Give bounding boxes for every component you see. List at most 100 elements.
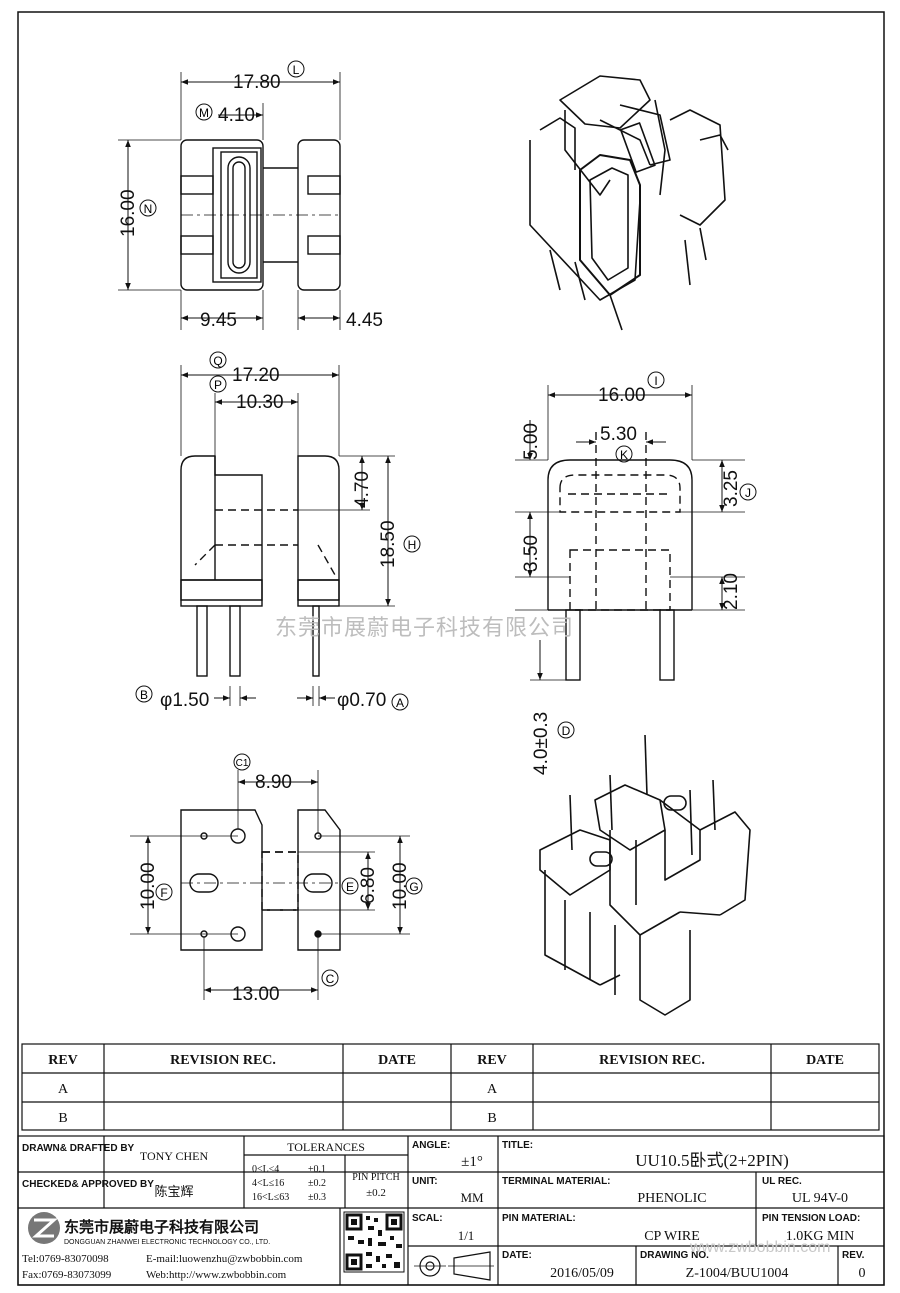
bottom-left-tag: F bbox=[160, 886, 167, 900]
rev-label: REV. bbox=[842, 1250, 865, 1261]
front-right-top-dim: 3.25 bbox=[721, 470, 742, 507]
tol-range-2: 4<L≤16 bbox=[252, 1178, 284, 1189]
tol-range-3: 16<L≤63 bbox=[252, 1192, 289, 1203]
bottom-left-height-dim: 10.00 bbox=[138, 862, 159, 910]
front-mid-dim: 3.50 bbox=[521, 535, 542, 572]
revision-table bbox=[21, 1043, 880, 1131]
bottom-view bbox=[130, 770, 410, 1000]
top-right-offset-dim: 4.45 bbox=[346, 310, 383, 331]
company-name-cn: 东莞市展蔚电子科技有限公司 bbox=[64, 1218, 259, 1236]
angle-value: ±1° bbox=[461, 1154, 483, 1170]
top-height-tag: N bbox=[144, 202, 153, 216]
bottom-pitch-tag: C1 bbox=[236, 758, 249, 769]
tol-value-2: ±0.2 bbox=[308, 1178, 326, 1189]
title-label: TITLE: bbox=[502, 1140, 533, 1151]
side-view bbox=[180, 365, 395, 706]
date-label: DATE: bbox=[502, 1250, 532, 1261]
top-width-dim: 17.80 bbox=[233, 72, 281, 93]
watermark-url: www.zwbobbin.com bbox=[689, 1239, 831, 1256]
tol-range-1: 0<L≤4 bbox=[252, 1164, 279, 1175]
date-header-2: DATE bbox=[806, 1053, 844, 1068]
front-view bbox=[515, 385, 745, 681]
top-left-offset-dim: 9.45 bbox=[200, 310, 237, 331]
pin-tension-label: PIN TENSION LOAD: bbox=[762, 1213, 860, 1224]
company-tel: Tel:0769-83070098 bbox=[22, 1253, 109, 1265]
bottom-inner-tag: E bbox=[346, 880, 354, 894]
top-slot-dim: 4.10 bbox=[218, 105, 255, 126]
bottom-inner-dim: 6.80 bbox=[358, 867, 379, 904]
drawing-no-value: Z-1004/BUU1004 bbox=[686, 1266, 789, 1281]
front-right-bottom-dim: 2.10 bbox=[721, 573, 742, 610]
company-email: E-mail:luowenzhu@zwbobbin.com bbox=[146, 1253, 303, 1265]
rev-a-2: A bbox=[487, 1082, 498, 1097]
bottom-width-tag: C bbox=[326, 972, 335, 986]
bottom-width-dim: 13.00 bbox=[232, 984, 280, 1005]
drawn-value: TONY CHEN bbox=[140, 1149, 209, 1163]
bottom-right-tag: G bbox=[409, 880, 418, 894]
tolerances-label: TOLERANCES bbox=[287, 1140, 365, 1154]
front-window-tag: K bbox=[620, 448, 628, 462]
scale-value: 1/1 bbox=[458, 1228, 475, 1243]
terminal-material-value: PHENOLIC bbox=[637, 1191, 706, 1206]
unit-value: MM bbox=[460, 1190, 484, 1205]
terminal-material-label: TERMINAL MATERIAL: bbox=[502, 1176, 611, 1187]
bottom-right-height-dim: 10.00 bbox=[390, 862, 411, 910]
date-value: 2016/05/09 bbox=[550, 1266, 614, 1281]
company-logo bbox=[28, 1212, 60, 1244]
pin-small-tag: A bbox=[396, 696, 404, 710]
date-header-1: DATE bbox=[378, 1053, 416, 1068]
revision-rec-header-1: REVISION REC. bbox=[170, 1053, 276, 1068]
front-right-top-tag: J bbox=[745, 486, 751, 500]
pin-length-dim: 4.0±0.3 bbox=[531, 712, 552, 775]
checked-label: CHECKED& APPROVED BY bbox=[22, 1179, 154, 1190]
rev-value: 0 bbox=[859, 1266, 866, 1281]
title-block bbox=[17, 1135, 885, 1286]
rev-a-1: A bbox=[58, 1082, 69, 1097]
top-height-dim: 16.00 bbox=[118, 189, 139, 237]
qr-code bbox=[343, 1211, 405, 1273]
pin-tension-value: 1.0KG MIN bbox=[786, 1229, 854, 1244]
side-width-dim: 17.20 bbox=[232, 365, 280, 386]
drawing-no-label: DRAWING NO. bbox=[640, 1250, 709, 1261]
bottom-pitch-dim: 8.90 bbox=[255, 772, 292, 793]
revision-rec-header-2: REVISION REC. bbox=[599, 1053, 705, 1068]
isometric-view-top bbox=[529, 75, 729, 331]
pin-pitch-label: PIN PITCH bbox=[352, 1172, 400, 1183]
side-width-tag: Q bbox=[213, 354, 222, 368]
rev-header-1: REV bbox=[48, 1053, 78, 1068]
company-name-en: DONGGUAN ZHANWEI ELECTRONIC TECHNOLOGY C… bbox=[64, 1239, 270, 1246]
rev-b-2: B bbox=[487, 1111, 496, 1126]
rev-header-2: REV bbox=[477, 1053, 507, 1068]
pin-length-tag: D bbox=[562, 724, 571, 738]
side-height-tag: H bbox=[408, 538, 417, 552]
front-width-dim: 16.00 bbox=[598, 385, 646, 406]
company-web: Web:http://www.zwbobbin.com bbox=[146, 1269, 287, 1281]
side-flange-dim: 4.70 bbox=[352, 471, 373, 508]
top-slot-tag: M bbox=[199, 106, 209, 120]
top-view bbox=[118, 72, 341, 330]
ul-rec-label: UL REC. bbox=[762, 1176, 802, 1187]
side-inner-dim: 10.30 bbox=[236, 392, 284, 413]
pin-large-dim: φ1.50 bbox=[160, 690, 209, 711]
pin-pitch-value: ±0.2 bbox=[366, 1187, 386, 1199]
watermark-text: 东莞市展蔚电子科技有限公司 bbox=[275, 616, 574, 641]
scale-label: SCAL: bbox=[412, 1213, 443, 1224]
front-top-dim: 5.00 bbox=[521, 423, 542, 460]
front-window-dim: 5.30 bbox=[600, 424, 637, 445]
isometric-view-bottom bbox=[539, 734, 751, 1016]
pin-material-value: CP WIRE bbox=[644, 1229, 700, 1244]
tol-value-1: ±0.1 bbox=[308, 1164, 326, 1175]
tol-value-3: ±0.3 bbox=[308, 1192, 326, 1203]
unit-label: UNIT: bbox=[412, 1176, 438, 1187]
ul-rec-value: UL 94V-0 bbox=[792, 1191, 848, 1206]
company-fax: Fax:0769-83073099 bbox=[22, 1269, 112, 1281]
title-value: UU10.5卧式(2+2PIN) bbox=[635, 1151, 789, 1170]
checked-value: 陈宝辉 bbox=[154, 1184, 193, 1199]
angle-label: ANGLE: bbox=[412, 1140, 450, 1151]
pin-large-tag: B bbox=[140, 688, 148, 702]
drawn-label: DRAWN& DRAFTED BY bbox=[22, 1143, 135, 1154]
front-width-tag: I bbox=[654, 374, 657, 388]
rev-b-1: B bbox=[58, 1111, 67, 1126]
pin-material-label: PIN MATERIAL: bbox=[502, 1213, 576, 1224]
side-inner-tag: P bbox=[214, 378, 222, 392]
